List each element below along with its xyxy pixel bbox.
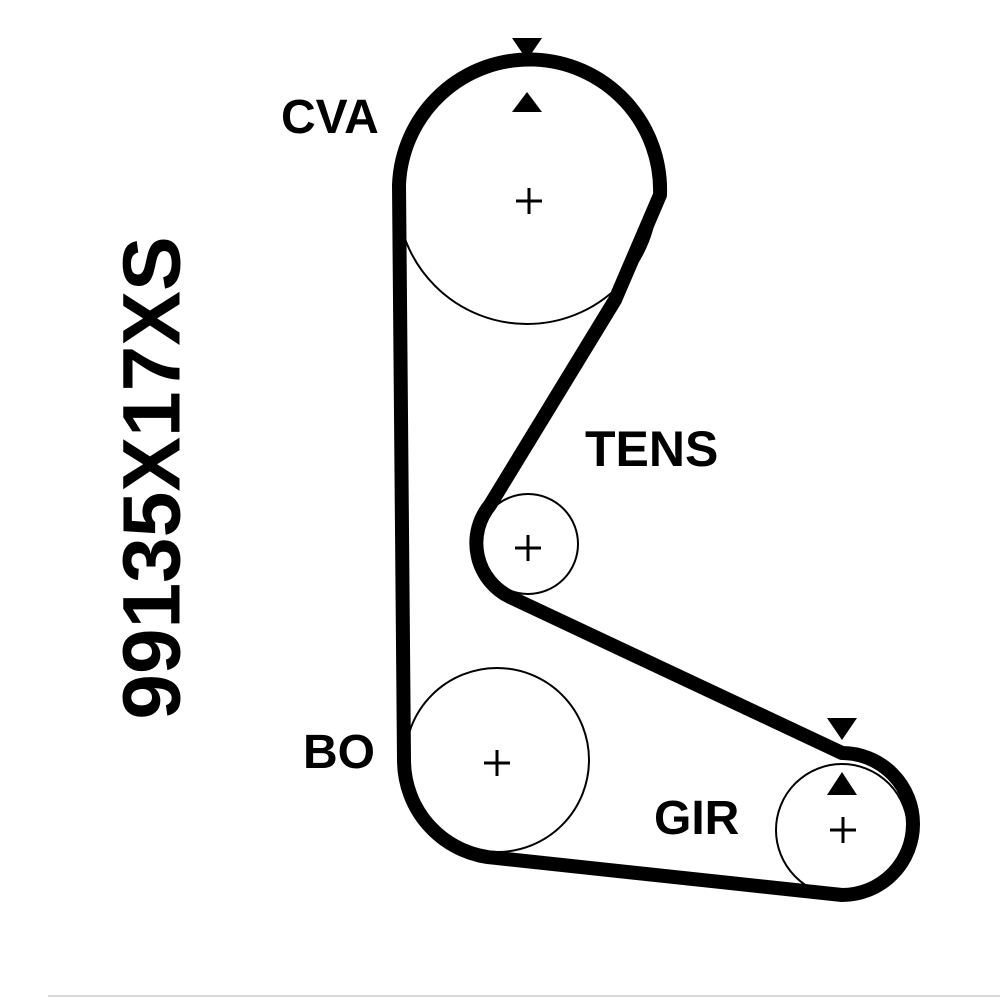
label-cva: CVA [281, 91, 379, 144]
cva-timing-arrow-down-icon [512, 38, 542, 60]
label-bo: BO [303, 726, 375, 779]
gir-timing-arrow-up-icon [827, 772, 857, 795]
bo-center-mark [484, 750, 510, 776]
part-number: 99135X17XS [107, 236, 198, 719]
timing-belt [392, 52, 920, 902]
tens-center-mark [515, 535, 541, 561]
gir-timing-arrow-down-icon [827, 718, 857, 740]
label-gir: GIR [654, 792, 739, 845]
label-tens: TENS [585, 421, 718, 477]
bottom-divider [48, 995, 1000, 997]
cva-center-mark [516, 188, 542, 214]
gir-center-mark [830, 817, 856, 843]
cva-timing-arrow-up-icon [512, 92, 542, 112]
